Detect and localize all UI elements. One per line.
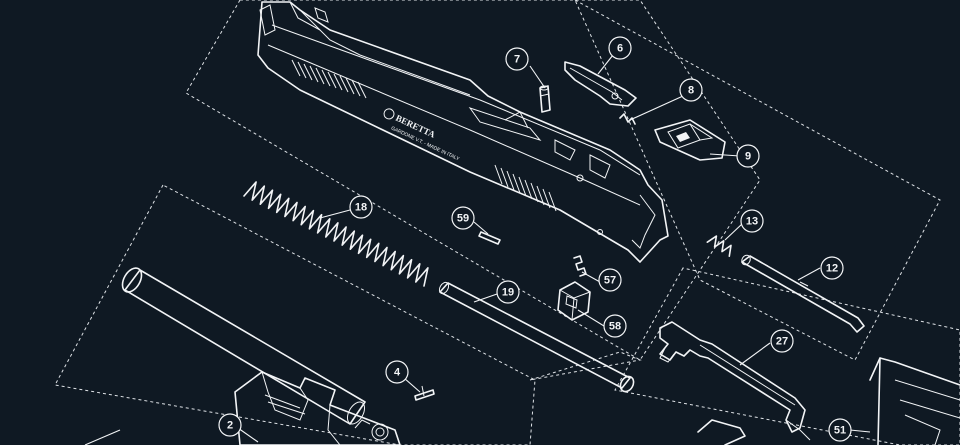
callouts-layer: 7 6 8 9 18 59 13 57 19 12 58 27 4 2 51 — [218, 36, 852, 442]
barrel-group-box — [54, 184, 536, 445]
callout-2: 2 — [218, 413, 242, 437]
part-18-recoil-spring — [243, 181, 429, 287]
callout-label: 2 — [227, 420, 233, 432]
part-12-firing-pin — [741, 254, 865, 333]
part-6-extractor — [564, 61, 637, 107]
part-4-pin — [414, 385, 435, 401]
callout-9: 9 — [736, 144, 760, 168]
barrel-tube-part — [121, 267, 366, 425]
callout-6: 6 — [608, 36, 632, 60]
callout-label: 58 — [609, 321, 621, 333]
callout-circle — [505, 47, 529, 71]
callout-label: 12 — [826, 263, 838, 275]
callout-12: 12 — [820, 256, 844, 280]
callout-circle — [736, 144, 760, 168]
callout-label: 9 — [745, 151, 751, 163]
callout-circle — [740, 209, 764, 233]
callout-label: 59 — [457, 213, 469, 225]
callout-circle — [608, 36, 632, 60]
callout-57: 57 — [598, 268, 622, 292]
callout-58: 58 — [603, 314, 627, 338]
part-9-rear-sight — [654, 119, 726, 161]
callout-label: 6 — [617, 43, 623, 55]
callout-18: 18 — [349, 195, 373, 219]
slide-part — [257, 1, 669, 263]
part-8-spring — [619, 113, 636, 125]
callout-label: 57 — [604, 275, 616, 287]
part-7-pin — [539, 85, 551, 113]
callout-label: 19 — [502, 287, 514, 299]
callout-59: 59 — [451, 206, 475, 230]
callout-27: 27 — [770, 329, 794, 353]
callout-label: 18 — [355, 202, 367, 214]
callout-circle — [820, 256, 844, 280]
callout-label: 51 — [834, 425, 846, 437]
callout-circle — [603, 314, 627, 338]
part-2-barrel — [234, 371, 401, 445]
part-19-guide-rod — [438, 281, 635, 393]
sight-group-box — [574, 0, 941, 361]
part-13-spring — [706, 235, 732, 257]
callout-circle — [385, 360, 409, 384]
leader-lines — [84, 54, 871, 445]
callout-circle — [496, 280, 520, 304]
part-57-spring — [573, 255, 587, 277]
callout-circle — [349, 195, 373, 219]
callout-19: 19 — [496, 280, 520, 304]
callout-label: 7 — [514, 54, 520, 66]
callout-4: 4 — [385, 360, 409, 384]
part-58-block — [557, 281, 591, 321]
spring-coil — [706, 235, 732, 257]
callout-8: 8 — [679, 78, 703, 102]
callout-circle — [451, 206, 475, 230]
callout-label: 8 — [688, 85, 694, 97]
slide-lower-box — [529, 351, 642, 381]
firing-pin-group-box — [614, 267, 960, 445]
callout-label: 13 — [746, 216, 758, 228]
slide-group-box — [185, 0, 761, 361]
callout-label: 27 — [776, 336, 788, 348]
part-27-lever — [659, 321, 811, 441]
callout-label: 4 — [394, 367, 401, 379]
callout-13: 13 — [740, 209, 764, 233]
callout-circle — [598, 268, 622, 292]
part-51-frame — [869, 357, 960, 445]
callout-circle — [770, 329, 794, 353]
part-59-pin — [478, 231, 501, 245]
callout-circle — [828, 418, 852, 442]
small-spring-part — [697, 419, 746, 445]
callout-circle — [218, 413, 242, 437]
callout-circle — [679, 78, 703, 102]
callout-7: 7 — [505, 47, 529, 71]
rear-serrations — [291, 59, 367, 99]
spring-coil — [243, 181, 429, 287]
callout-51: 51 — [828, 418, 852, 442]
front-serrations — [494, 164, 557, 212]
